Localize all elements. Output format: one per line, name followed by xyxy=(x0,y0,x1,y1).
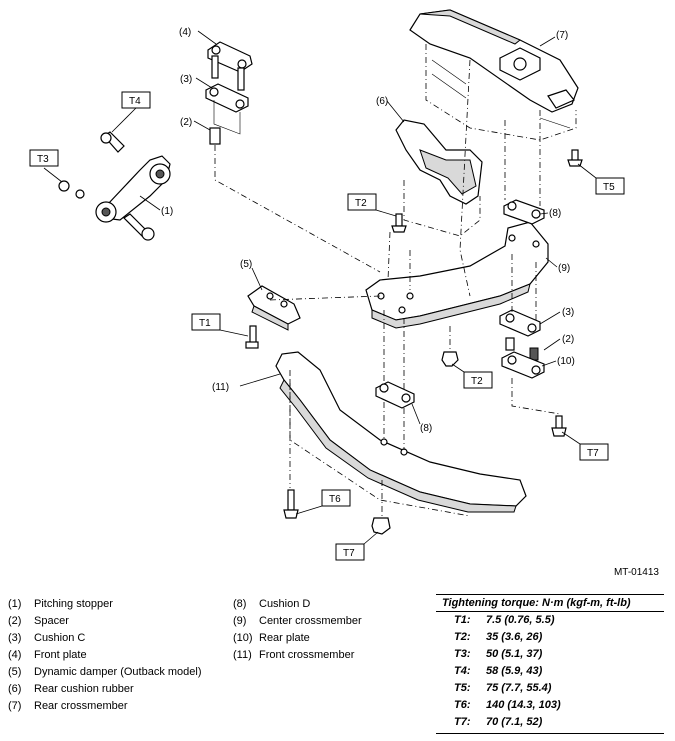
torque-row: T6:140 (14.3, 103) xyxy=(454,699,561,711)
torque-tag-t1: T1 xyxy=(191,313,249,337)
callout-4: (4) xyxy=(179,27,191,38)
torque-tag-t7-right: T7 xyxy=(561,431,609,461)
legend-item: (10)Rear plate xyxy=(233,632,310,644)
legend-item: (11)Front crossmember xyxy=(233,649,355,661)
rear-plate xyxy=(501,351,545,379)
svg-text:T2: T2 xyxy=(471,376,483,387)
parts-legend-left: (1)Pitching stopper (2)Spacer (3)Cushion… xyxy=(8,596,228,715)
bolt-t6 xyxy=(283,489,299,519)
callout-3-left: (3) xyxy=(180,74,192,85)
cushion-d-upper xyxy=(503,199,545,225)
torque-table-rule xyxy=(436,733,664,734)
torque-row: T4:58 (5.9, 43) xyxy=(454,665,543,677)
legend-item: (2)Spacer xyxy=(8,615,69,627)
rear-cushion-rubber xyxy=(395,119,483,237)
svg-text:T3: T3 xyxy=(37,154,49,165)
spacer-left xyxy=(209,127,221,145)
torque-tag-t7-lower: T7 xyxy=(335,531,379,561)
bolt-t5 xyxy=(567,149,583,167)
callout-8-upper: (8) xyxy=(549,208,561,219)
pitching-stopper xyxy=(58,131,171,241)
torque-row: T7:70 (7.1, 52) xyxy=(454,716,543,728)
torque-tag-t2-upper: T2 xyxy=(347,193,397,217)
callout-2-left: (2) xyxy=(180,117,192,128)
front-crossmember xyxy=(275,351,527,517)
svg-text:T5: T5 xyxy=(603,182,615,193)
callout-10: (10) xyxy=(557,356,575,367)
cushion-c-right xyxy=(499,309,541,337)
svg-text:T4: T4 xyxy=(129,96,141,107)
alignment-lines xyxy=(214,59,561,516)
svg-text:T7: T7 xyxy=(587,448,599,459)
callout-5: (5) xyxy=(240,259,252,270)
dynamic-damper xyxy=(245,285,301,349)
torque-row: T2:35 (3.6, 26) xyxy=(454,631,543,643)
torque-tag-t6: T6 xyxy=(295,489,351,515)
callout-11: (11) xyxy=(212,382,229,393)
callout-6: (6) xyxy=(376,96,388,107)
exploded-parts-diagram: .part { fill:#ffffff; stroke:#000; strok… xyxy=(29,9,625,561)
torque-row: T1:7.5 (0.76, 5.5) xyxy=(454,614,555,626)
nut-t7-lower xyxy=(371,517,391,535)
callout-1: (1) xyxy=(161,206,173,217)
torque-row: T5:75 (7.7, 55.4) xyxy=(454,682,552,694)
callout-9: (9) xyxy=(558,263,570,274)
legend-item: (9)Center crossmember xyxy=(233,615,362,627)
figure-id: MT-01413 xyxy=(613,567,659,578)
torque-tag-t5: T5 xyxy=(577,163,625,195)
legend-item: (6)Rear cushion rubber xyxy=(8,683,134,695)
legend-item: (1)Pitching stopper xyxy=(8,598,113,610)
cushion-d-lower xyxy=(375,381,415,409)
legend-item: (5)Dynamic damper (Outback model) xyxy=(8,666,202,678)
torque-table: Tightening torque: N·m (kgf-m, ft-lb) T1… xyxy=(436,594,664,734)
parts-legend-right: (8)Cushion D (9)Center crossmember (10)R… xyxy=(233,596,433,664)
svg-text:T6: T6 xyxy=(329,494,341,505)
torque-tag-t3: T3 xyxy=(29,149,63,183)
bolt-t2-center xyxy=(391,213,407,233)
cushion-c-left xyxy=(205,83,249,135)
front-plate xyxy=(207,41,253,91)
legend-item: (4)Front plate xyxy=(8,649,87,661)
legend-item: (8)Cushion D xyxy=(233,598,311,610)
nut-t2-lower xyxy=(441,351,459,367)
svg-text:T2: T2 xyxy=(355,198,367,209)
rear-crossmember xyxy=(409,9,579,141)
torque-table-heading: Tightening torque: N·m (kgf-m, ft-lb) xyxy=(436,594,664,612)
torque-tag-t2-lower: T2 xyxy=(451,363,493,389)
callout-8-lower: (8) xyxy=(420,423,432,434)
legend-item: (3)Cushion C xyxy=(8,632,86,644)
legend-item: (7)Rear crossmember xyxy=(8,700,128,712)
torque-row: T3:50 (5.1, 37) xyxy=(454,648,543,660)
bolt-t7-right xyxy=(551,415,567,437)
callout-7: (7) xyxy=(556,30,568,41)
callout-2-right: (2) xyxy=(562,334,574,345)
svg-text:T7: T7 xyxy=(343,548,355,559)
callout-3-right: (3) xyxy=(562,307,574,318)
center-crossmember xyxy=(365,221,549,329)
svg-text:T1: T1 xyxy=(199,318,211,329)
leader-lines xyxy=(139,30,561,425)
torque-tag-t4: T4 xyxy=(111,91,151,133)
